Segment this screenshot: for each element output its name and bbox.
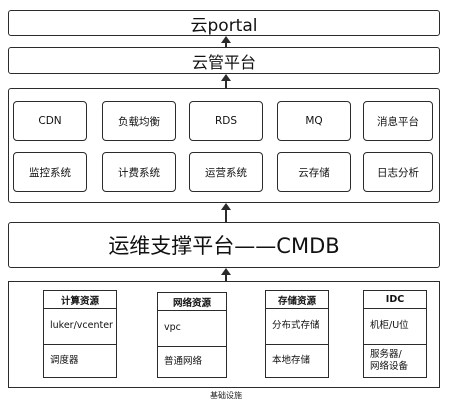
infra-item: 调度器	[50, 354, 79, 366]
infra-item: 服务器/ 网络设备	[370, 348, 409, 372]
cmdb-layer: 运维支撑平台——CMDB	[8, 222, 440, 268]
service-box: 监控系统	[13, 152, 87, 192]
infra-item: 普通网络	[164, 355, 203, 367]
service-box: 计费系统	[102, 152, 176, 192]
service-box: MQ	[277, 101, 351, 141]
divider	[266, 344, 328, 345]
service-box: 负载均衡	[102, 101, 176, 141]
infra-item: 机柜/U位	[370, 320, 409, 332]
divider	[158, 346, 226, 347]
service-box: CDN	[13, 101, 87, 141]
cloud-portal-label: 云portal	[190, 15, 258, 36]
infra-item: vpc	[164, 322, 181, 334]
infra-column-title: 计算资源	[44, 291, 116, 309]
infra-column-idc: IDC 机柜/U位 服务器/ 网络设备	[363, 290, 427, 378]
cmdb-label: 运维支撑平台——CMDB	[108, 234, 340, 258]
infra-column-storage: 存储资源 分布式存储 本地存储	[265, 290, 329, 378]
service-box: 运营系统	[189, 152, 263, 192]
infrastructure-caption: 基础设施	[210, 391, 242, 400]
service-box: 消息平台	[363, 101, 433, 141]
infrastructure-layer: 计算资源 luker/vcenter 调度器 网络资源 vpc 普通网络 存储资…	[8, 281, 440, 388]
service-box: RDS	[189, 101, 263, 141]
cloud-portal-layer: 云portal	[8, 10, 440, 36]
cloud-management-label: 云管平台	[191, 52, 256, 72]
infra-column-network: 网络资源 vpc 普通网络	[157, 292, 227, 378]
cloud-management-layer: 云管平台	[8, 47, 440, 74]
divider	[44, 344, 116, 345]
infra-item: 本地存储	[272, 354, 311, 366]
infra-item: 分布式存储	[272, 320, 320, 332]
divider	[364, 344, 426, 345]
services-layer: CDN 负载均衡 RDS MQ 消息平台 监控系统 计费系统 运营系统 云存储 …	[8, 88, 440, 203]
infra-column-title: 网络资源	[158, 293, 226, 311]
infra-column-compute: 计算资源 luker/vcenter 调度器	[43, 290, 117, 378]
infra-column-title: 存储资源	[266, 291, 328, 309]
service-box: 日志分析	[363, 152, 433, 192]
infra-column-title: IDC	[364, 291, 426, 309]
service-box: 云存储	[277, 152, 351, 192]
infra-item: luker/vcenter	[50, 320, 113, 332]
